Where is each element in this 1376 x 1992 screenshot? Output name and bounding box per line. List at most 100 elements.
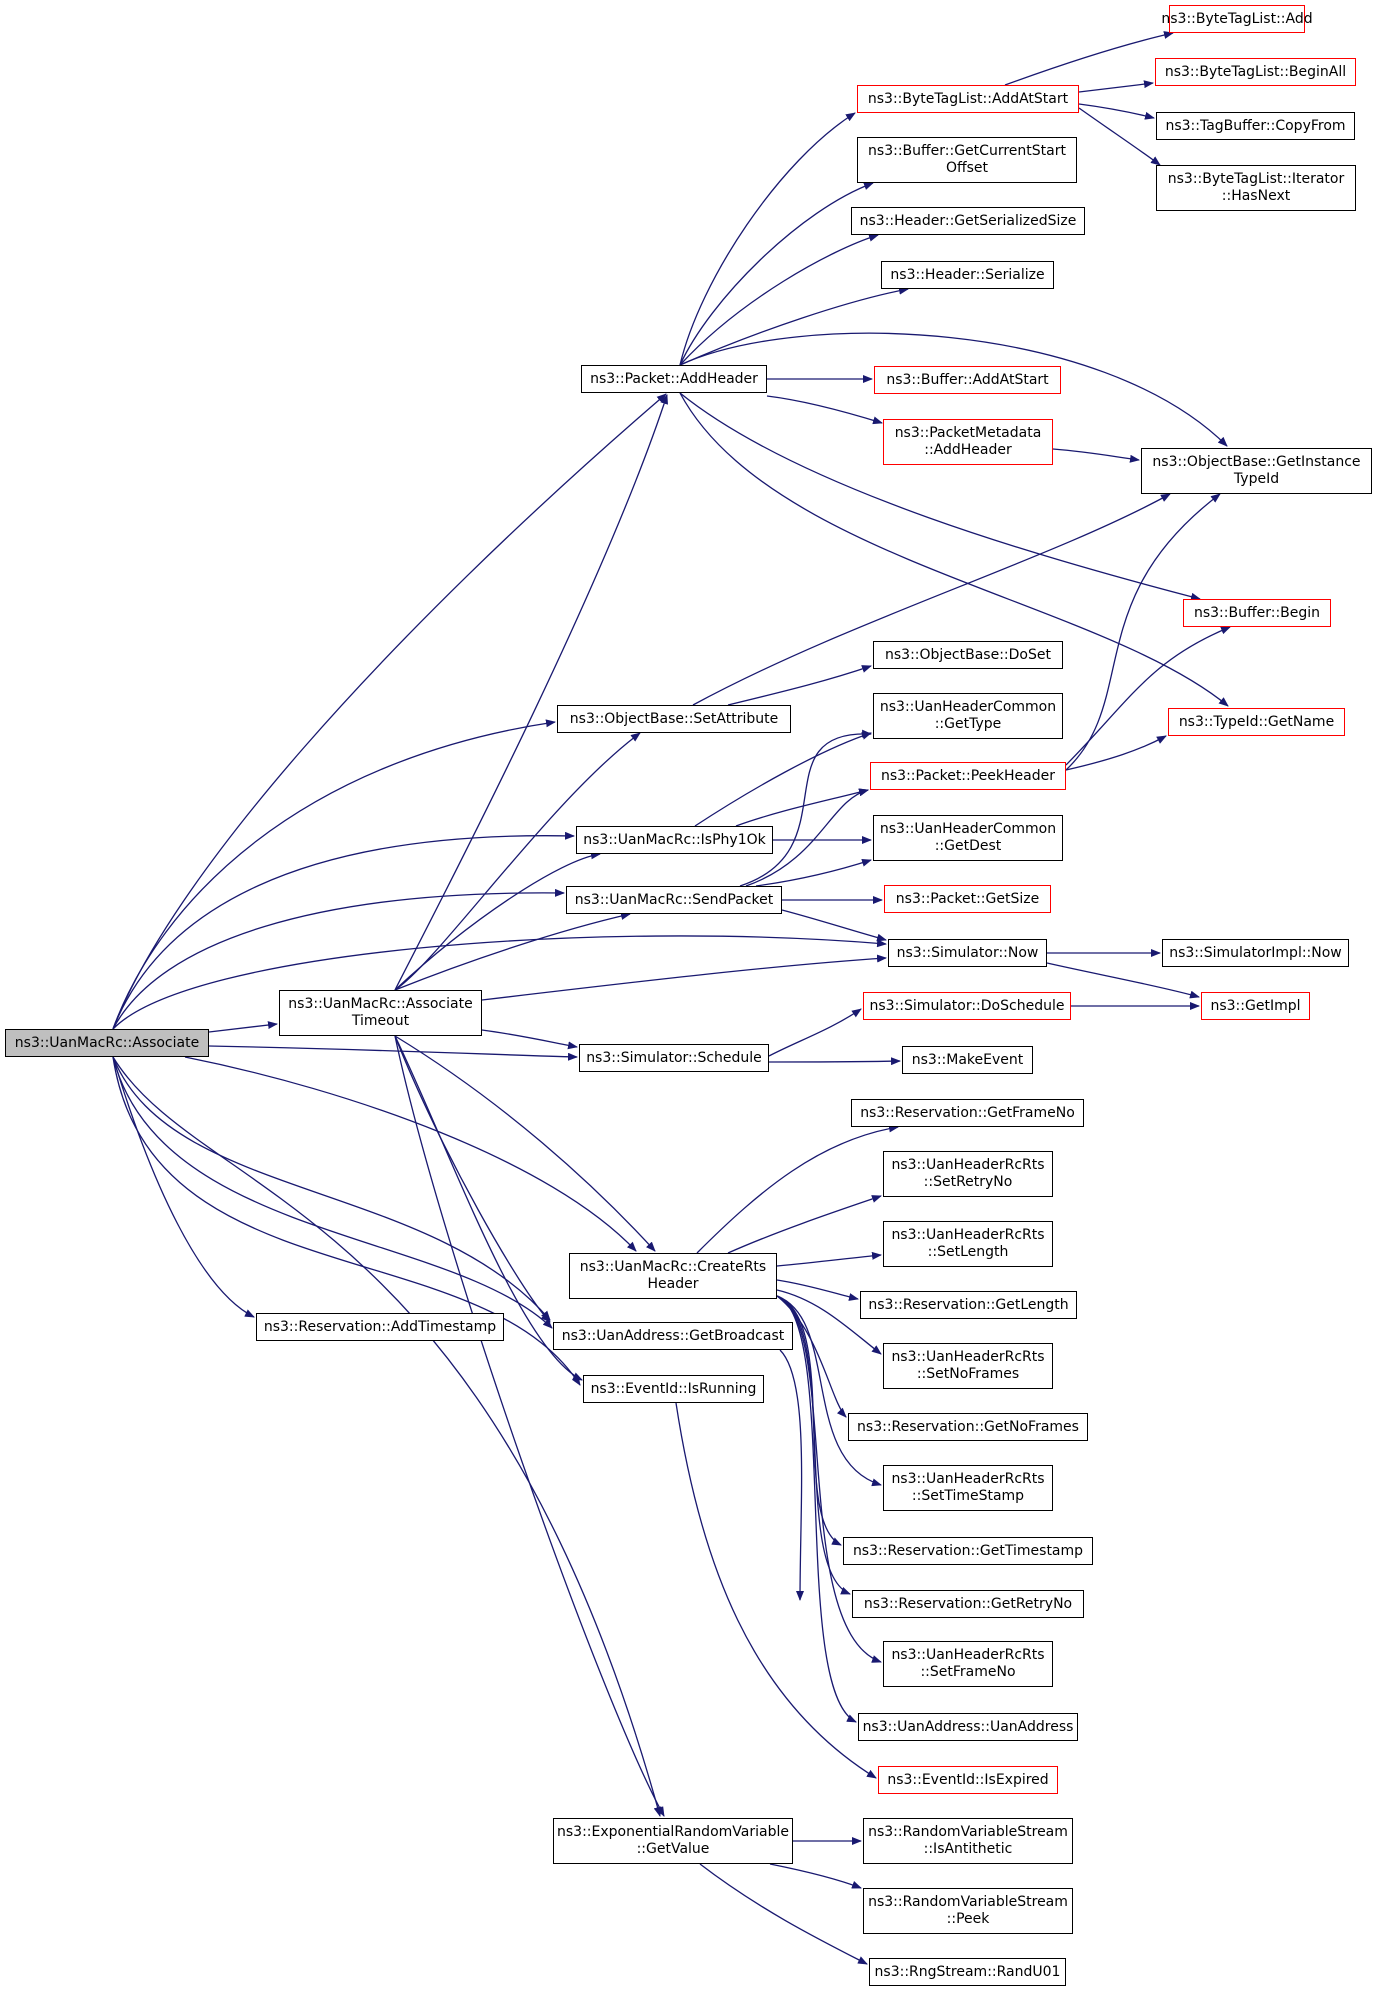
node-res-get-no-frames[interactable]: ns3::Reservation::GetNoFrames bbox=[848, 1413, 1088, 1441]
node-create-rts[interactable]: ns3::UanMacRc::CreateRts Header bbox=[569, 1253, 777, 1299]
node-rts-set-retry-no[interactable]: ns3::UanHeaderRcRts ::SetRetryNo bbox=[883, 1151, 1053, 1197]
node-rts-set-length[interactable]: ns3::UanHeaderRcRts ::SetLength bbox=[883, 1221, 1053, 1267]
call-edge bbox=[675, 1402, 877, 1779]
node-uhc-get-dest[interactable]: ns3::UanHeaderCommon ::GetDest bbox=[873, 815, 1063, 861]
call-edge bbox=[112, 1056, 255, 1318]
call-edge bbox=[112, 1056, 662, 1817]
call-edge bbox=[768, 1008, 862, 1057]
call-edge bbox=[776, 1295, 857, 1723]
node-btl-iter-has-next[interactable]: ns3::ByteTagList::Iterator ::HasNext bbox=[1156, 165, 1356, 211]
call-edge bbox=[1065, 735, 1167, 771]
call-edge bbox=[766, 395, 883, 425]
node-add-header[interactable]: ns3::Packet::AddHeader bbox=[581, 365, 767, 393]
node-exp-get-value[interactable]: ns3::ExponentialRandomVariable ::GetValu… bbox=[553, 1818, 793, 1864]
node-pm-add-header[interactable]: ns3::PacketMetadata ::AddHeader bbox=[883, 419, 1053, 465]
node-rvs-is-antithetic[interactable]: ns3::RandomVariableStream ::IsAntithetic bbox=[863, 1818, 1073, 1864]
call-edge bbox=[481, 954, 887, 1001]
node-btl-add[interactable]: ns3::ByteTagList::Add bbox=[1161, 5, 1313, 33]
node-pkt-get-size[interactable]: ns3::Packet::GetSize bbox=[884, 885, 1051, 913]
node-tb-copy-from[interactable]: ns3::TagBuffer::CopyFrom bbox=[1156, 112, 1355, 140]
node-uan-address-ctor[interactable]: ns3::UanAddress::UanAddress bbox=[858, 1713, 1078, 1741]
node-associate-timeout[interactable]: ns3::UanMacRc::Associate Timeout bbox=[279, 990, 482, 1036]
call-edge bbox=[394, 1035, 656, 1252]
node-rvs-peek[interactable]: ns3::RandomVariableStream ::Peek bbox=[863, 1888, 1073, 1934]
node-is-running[interactable]: ns3::EventId::IsRunning bbox=[583, 1375, 764, 1403]
node-uhc-get-type[interactable]: ns3::UanHeaderCommon ::GetType bbox=[873, 693, 1063, 739]
node-btl-add-at-start[interactable]: ns3::ByteTagList::AddAtStart bbox=[857, 85, 1079, 113]
call-edge bbox=[694, 732, 872, 827]
node-make-event[interactable]: ns3::MakeEvent bbox=[902, 1046, 1033, 1074]
call-edge bbox=[776, 1279, 859, 1301]
call-edge bbox=[394, 1035, 551, 1323]
call-edge bbox=[735, 788, 869, 827]
node-sim-now[interactable]: ns3::Simulator::Now bbox=[888, 939, 1047, 967]
call-edge bbox=[1065, 493, 1221, 771]
call-edge bbox=[769, 1863, 862, 1889]
node-rng-rand-u01[interactable]: ns3::RngStream::RandU01 bbox=[869, 1958, 1066, 1986]
node-get-impl[interactable]: ns3::GetImpl bbox=[1201, 992, 1310, 1020]
node-hdr-serialize[interactable]: ns3::Header::Serialize bbox=[881, 261, 1054, 289]
node-buf-add-at-start[interactable]: ns3::Buffer::AddAtStart bbox=[874, 366, 1061, 394]
call-edge bbox=[184, 1056, 637, 1252]
node-is-phy1ok[interactable]: ns3::UanMacRc::IsPhy1Ok bbox=[576, 826, 773, 854]
call-edge bbox=[394, 732, 641, 991]
node-sim-do-schedule[interactable]: ns3::Simulator::DoSchedule bbox=[863, 992, 1071, 1020]
call-edge bbox=[1004, 31, 1174, 86]
node-simimpl-now[interactable]: ns3::SimulatorImpl::Now bbox=[1162, 939, 1349, 967]
call-edge bbox=[679, 182, 874, 366]
call-edge bbox=[692, 493, 1171, 706]
node-set-attribute[interactable]: ns3::ObjectBase::SetAttribute bbox=[557, 705, 791, 733]
node-rts-set-no-frames[interactable]: ns3::UanHeaderRcRts ::SetNoFrames bbox=[883, 1343, 1053, 1389]
node-send-packet[interactable]: ns3::UanMacRc::SendPacket bbox=[566, 886, 782, 914]
call-edge bbox=[776, 1295, 851, 1595]
call-edge bbox=[679, 286, 909, 366]
call-edge bbox=[679, 233, 879, 366]
call-edge bbox=[394, 851, 601, 991]
node-buf-begin[interactable]: ns3::Buffer::Begin bbox=[1183, 599, 1331, 627]
call-edge bbox=[679, 392, 1201, 601]
call-edge bbox=[696, 1124, 899, 1254]
call-edge bbox=[112, 719, 556, 1030]
call-edge bbox=[679, 392, 1229, 707]
call-edge bbox=[112, 935, 887, 1030]
call-edge bbox=[1078, 107, 1161, 166]
call-edge bbox=[481, 1029, 578, 1050]
call-edge bbox=[1078, 103, 1155, 120]
call-edge bbox=[1052, 448, 1140, 463]
call-edge bbox=[112, 831, 575, 1030]
call-edge bbox=[208, 1045, 578, 1061]
node-get-broadcast[interactable]: ns3::UanAddress::GetBroadcast bbox=[553, 1322, 793, 1350]
node-ob-do-set[interactable]: ns3::ObjectBase::DoSet bbox=[873, 641, 1063, 669]
call-edge bbox=[112, 1056, 551, 1321]
node-hdr-get-serialized-size[interactable]: ns3::Header::GetSerializedSize bbox=[851, 207, 1085, 235]
node-rts-set-timestamp[interactable]: ns3::UanHeaderRcRts ::SetTimeStamp bbox=[883, 1465, 1053, 1511]
call-edge bbox=[394, 1035, 665, 1817]
node-rts-set-frame-no[interactable]: ns3::UanHeaderRcRts ::SetFrameNo bbox=[883, 1641, 1053, 1687]
call-edge bbox=[755, 858, 872, 887]
node-res-get-retry-no[interactable]: ns3::Reservation::GetRetryNo bbox=[852, 1590, 1084, 1618]
node-event-is-expired[interactable]: ns3::EventId::IsExpired bbox=[878, 1766, 1058, 1794]
node-res-get-frame-no[interactable]: ns3::Reservation::GetFrameNo bbox=[851, 1099, 1084, 1127]
call-edge bbox=[208, 1021, 278, 1033]
node-pkt-peek-header[interactable]: ns3::Packet::PeekHeader bbox=[870, 762, 1066, 790]
call-edge bbox=[727, 665, 872, 706]
call-edge bbox=[739, 729, 872, 887]
node-btl-begin-all[interactable]: ns3::ByteTagList::BeginAll bbox=[1155, 58, 1356, 86]
node-buf-get-current-start[interactable]: ns3::Buffer::GetCurrentStart Offset bbox=[857, 137, 1077, 183]
call-edge bbox=[779, 1349, 805, 1601]
call-edge bbox=[1046, 962, 1200, 999]
node-associate[interactable]: ns3::UanMacRc::Associate bbox=[5, 1029, 209, 1057]
call-edge bbox=[394, 394, 669, 991]
call-edge bbox=[394, 1035, 583, 1381]
node-ob-get-instance-typeid[interactable]: ns3::ObjectBase::GetInstance TypeId bbox=[1141, 448, 1372, 494]
call-edge bbox=[699, 1863, 868, 1965]
call-edge bbox=[776, 1295, 882, 1487]
call-edge bbox=[776, 1289, 882, 1355]
node-res-get-timestamp[interactable]: ns3::Reservation::GetTimestamp bbox=[843, 1537, 1093, 1565]
node-res-get-length[interactable]: ns3::Reservation::GetLength bbox=[860, 1291, 1077, 1319]
node-typeid-get-name[interactable]: ns3::TypeId::GetName bbox=[1168, 708, 1345, 736]
call-edge bbox=[679, 112, 856, 366]
node-add-timestamp[interactable]: ns3::Reservation::AddTimestamp bbox=[256, 1313, 504, 1341]
node-schedule[interactable]: ns3::Simulator::Schedule bbox=[579, 1044, 769, 1072]
